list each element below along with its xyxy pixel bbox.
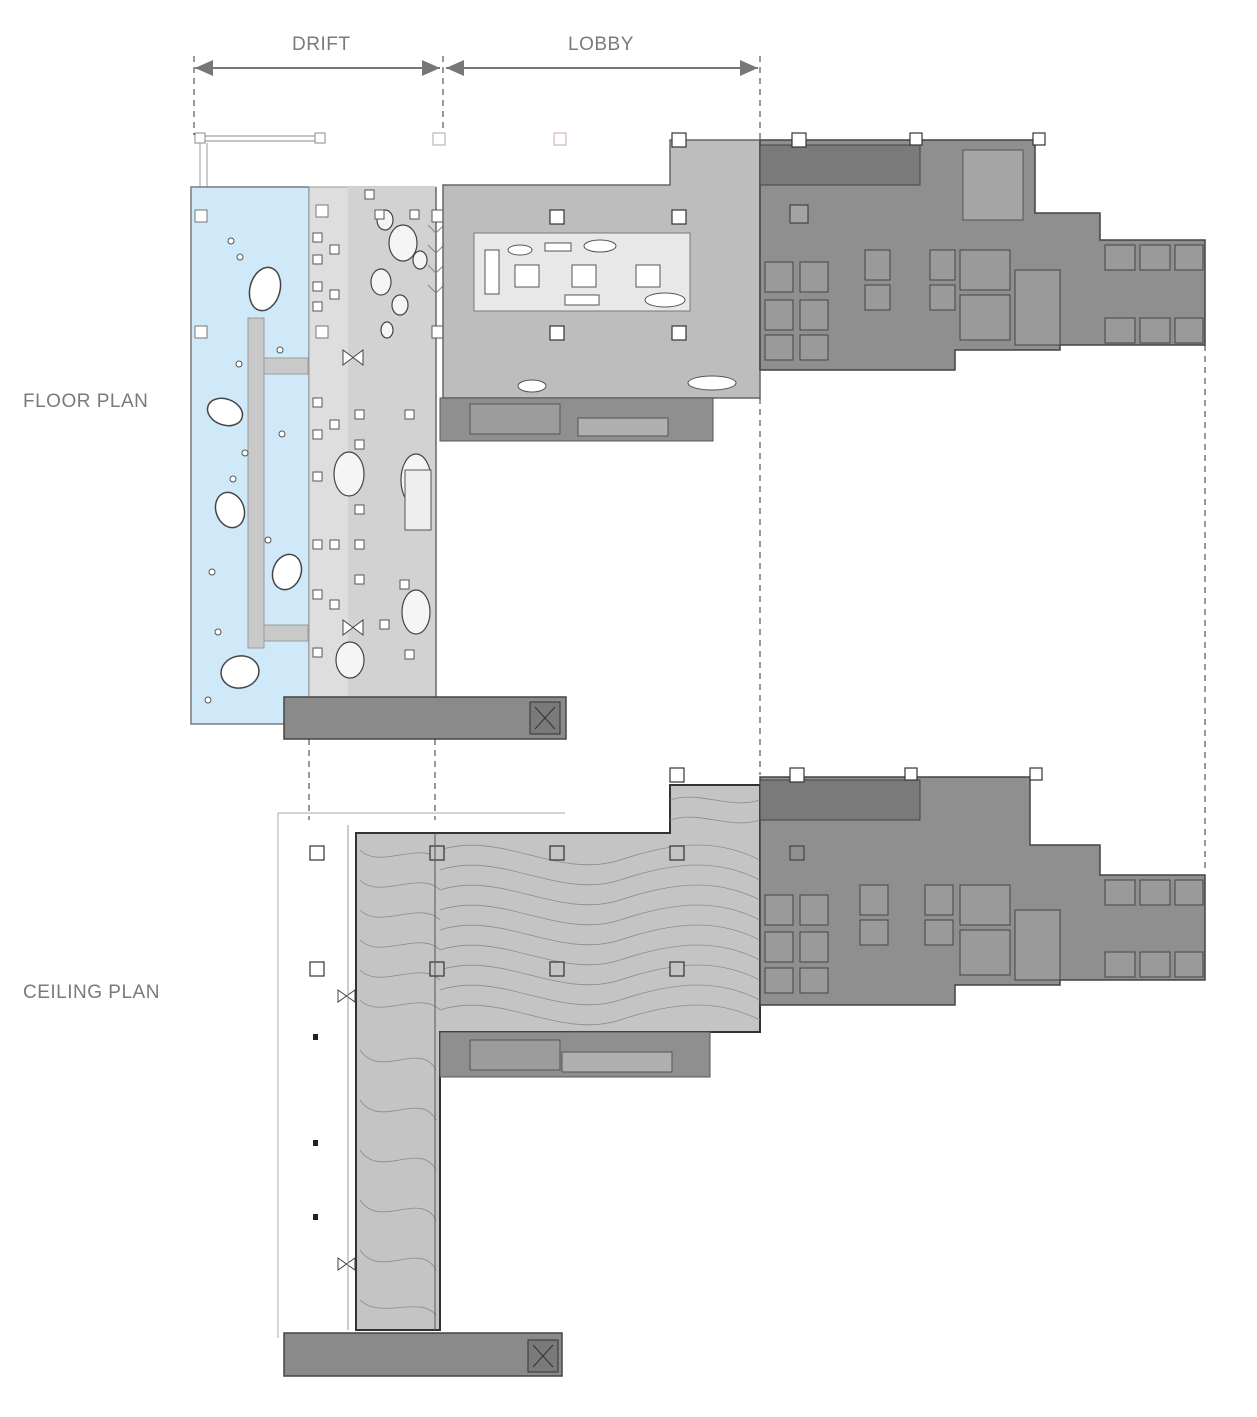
wave-lines <box>359 796 761 1316</box>
wave-ceiling <box>355 784 761 1331</box>
pool-loungers <box>206 266 303 689</box>
lobby-label: LOBBY <box>568 34 634 55</box>
projection-lines <box>308 345 1206 870</box>
floor-plan-label: FLOOR PLAN <box>23 391 148 412</box>
ceiling-plan-label: CEILING PLAN <box>23 982 160 1003</box>
floor-plan <box>190 132 1206 740</box>
drift-label: DRIFT <box>292 34 350 55</box>
dimension-lines <box>193 56 761 140</box>
ceiling-plan <box>277 767 1206 1377</box>
